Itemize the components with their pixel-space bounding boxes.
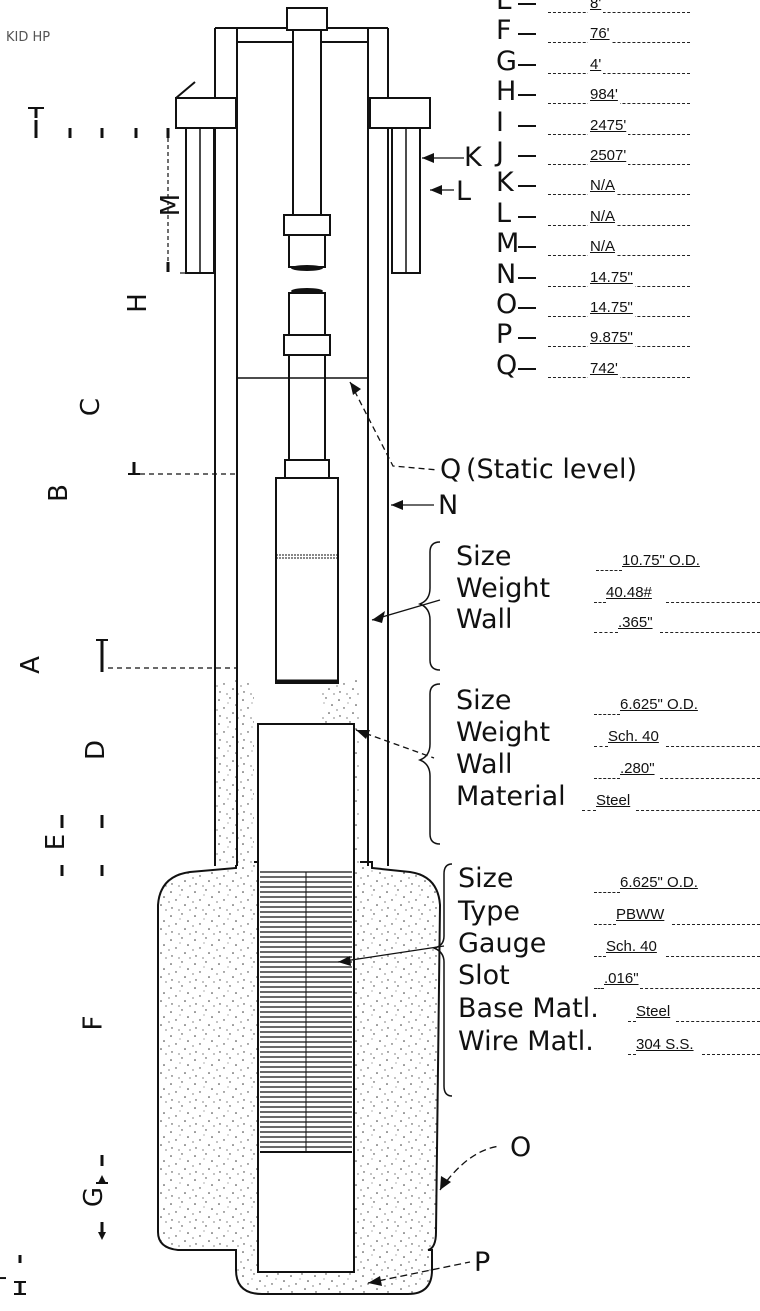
dimension-value: N/A [588, 207, 618, 226]
dimension-value: 14.75" [588, 268, 635, 287]
pump-column-upper [292, 29, 322, 221]
side-label-h: H [122, 293, 153, 313]
screen-base-label: Base Matl. [458, 993, 599, 1024]
callout-l-letter: L [456, 176, 472, 207]
casing-size-value: 10.75" O.D. [622, 552, 700, 569]
header-stamp: KID HP [6, 30, 51, 45]
side-label-g: G [79, 1186, 110, 1208]
screen-wire-value: 304 S.S. [636, 1036, 694, 1053]
callout-q-letter: Q [440, 454, 462, 485]
screen-size-label: Size [458, 863, 514, 894]
liner-wall-value: .280" [620, 760, 655, 777]
screen-gauge-label: Gauge [458, 928, 547, 959]
dimension-letter: P [496, 319, 513, 351]
dimension-value: 9.875" [588, 329, 635, 348]
side-label-b: B [43, 484, 74, 502]
callout-static-level: (Static level) [466, 454, 638, 485]
screen-slot-label: Slot [458, 960, 510, 991]
screen-gauge-value: Sch. 40 [606, 938, 657, 955]
dimension-value: N/A [588, 177, 618, 196]
side-label-d: D [81, 739, 112, 761]
side-label-f: F [78, 1015, 109, 1031]
dimension-letter: K [496, 167, 514, 199]
dimension-value: 76' [588, 25, 612, 44]
liner-material-value: Steel [596, 792, 631, 809]
break-mark-1 [291, 265, 323, 271]
liner-brace [417, 683, 441, 845]
casing-weight-label: Weight [456, 573, 551, 604]
screen-slot-value: .016" [604, 970, 639, 987]
dimension-value: 14.75" [588, 299, 635, 317]
side-label-e: E [41, 833, 72, 851]
dimension-value: 2475' [588, 116, 629, 135]
flange-right [369, 97, 431, 129]
dimension-value: 4' [588, 55, 604, 74]
gravel-annulus-left [216, 680, 254, 865]
casing-weight-value: 40.48# [606, 584, 652, 601]
liner-size-value: 6.625" O.D. [620, 696, 698, 713]
pump-column-bottom [288, 354, 326, 461]
side-label-i: I [0, 1275, 11, 1281]
pump-intake [284, 459, 330, 479]
side-label-a: A [15, 656, 46, 674]
dimension-letter: L [496, 197, 512, 229]
screen-brace [431, 863, 453, 1097]
dimension-letter: F [496, 15, 512, 47]
casing-wall-value: .365" [618, 614, 653, 631]
liner-material-label: Material [456, 781, 566, 812]
dimension-value: N/A [588, 238, 618, 257]
screen-type-label: Type [458, 896, 521, 927]
pump-motor [275, 477, 339, 684]
dimension-value: 8' [588, 0, 604, 13]
coupling-1 [283, 214, 331, 236]
liner-wall-label: Wall [456, 749, 513, 780]
dimension-letter: N [496, 258, 517, 290]
dimension-letter: I [496, 106, 504, 138]
casing-size-label: Size [456, 541, 512, 572]
dimension-letter: E [496, 0, 514, 16]
dimension-value: 742' [588, 359, 620, 378]
liner-weight-label: Weight [456, 717, 551, 748]
coupling-2 [283, 334, 331, 356]
dimension-value: 984' [588, 86, 620, 105]
callout-n-letter: N [438, 490, 459, 521]
pump-column-lower [288, 292, 326, 336]
flange-left [175, 97, 237, 129]
dimension-letter: M [496, 228, 520, 260]
liner-weight-value: Sch. 40 [608, 728, 659, 745]
side-label-c: C [76, 397, 107, 417]
casing-brace [417, 541, 441, 671]
callout-k-letter: K [464, 142, 482, 173]
dimension-letter: O [496, 289, 518, 320]
side-label-m: M [156, 193, 187, 217]
screen-type-value: PBWW [616, 906, 665, 923]
dimension-letter: J [496, 137, 504, 168]
dimension-ticks [18, 120, 170, 1294]
pump-column-cap [286, 7, 328, 31]
dimension-value: 2507' [588, 147, 629, 165]
dimension-letter: H [496, 76, 517, 108]
pump-column-mid [288, 234, 326, 268]
casing-wall-label: Wall [456, 604, 513, 635]
callout-o-letter: O [510, 1132, 532, 1163]
liner-size-label: Size [456, 685, 512, 716]
dimension-letter: Q [496, 349, 518, 381]
callout-p-letter: P [474, 1247, 491, 1278]
screen-base-value: Steel [636, 1003, 671, 1020]
dimension-letter: G [496, 45, 517, 77]
screen-size-value: 6.625" O.D. [620, 874, 698, 891]
screen-wire-label: Wire Matl. [458, 1026, 594, 1057]
